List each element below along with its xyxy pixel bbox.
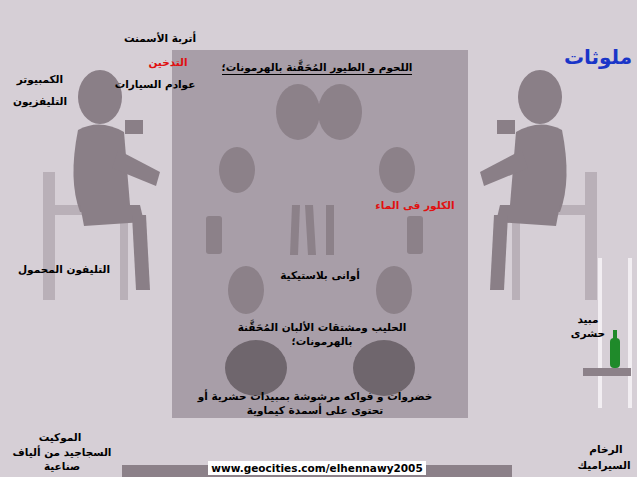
pollutant-label: الحليب ومشتقات الألبان المُحَقَّنة بالهر… bbox=[235, 320, 410, 348]
pollutant-label: الكمبيوتر bbox=[17, 72, 63, 86]
title: ملوثات bbox=[564, 45, 632, 69]
pollutant-label: خضروات و فواكه مرشوشة بمبيدات حشرية أو ت… bbox=[190, 389, 440, 417]
pollutant-label: السيراميك bbox=[577, 458, 630, 472]
pollutant-label: اللحوم و الطيور المُحَقَّنة بالهرمونات؛ bbox=[222, 60, 413, 75]
pollutant-label: الكلور فى الماء bbox=[375, 198, 454, 212]
pollutant-label: التليفون المحمول bbox=[18, 262, 110, 276]
pollutant-label: التدخين bbox=[148, 55, 187, 69]
table-top bbox=[172, 50, 468, 418]
pollutant-label: الموكيت bbox=[39, 430, 82, 444]
seated-person bbox=[480, 70, 597, 300]
pollutant-label: أتربة الأسمنت bbox=[124, 31, 196, 45]
big-plates bbox=[225, 340, 415, 396]
pollutant-label: أوانى بلاستيكية bbox=[280, 268, 360, 282]
pollutant-label: www.geocities.com/elhennawy2005 bbox=[208, 461, 425, 475]
pollutant-label: مبيد حشرى bbox=[566, 312, 610, 340]
pollutant-label: الرخام bbox=[589, 442, 622, 456]
pollutant-label: السجاجيد من ألياف صناعية bbox=[10, 445, 115, 473]
pollutant-label: عوادم السيارات bbox=[115, 77, 196, 91]
pollutant-label: التليفزيون bbox=[13, 94, 67, 108]
